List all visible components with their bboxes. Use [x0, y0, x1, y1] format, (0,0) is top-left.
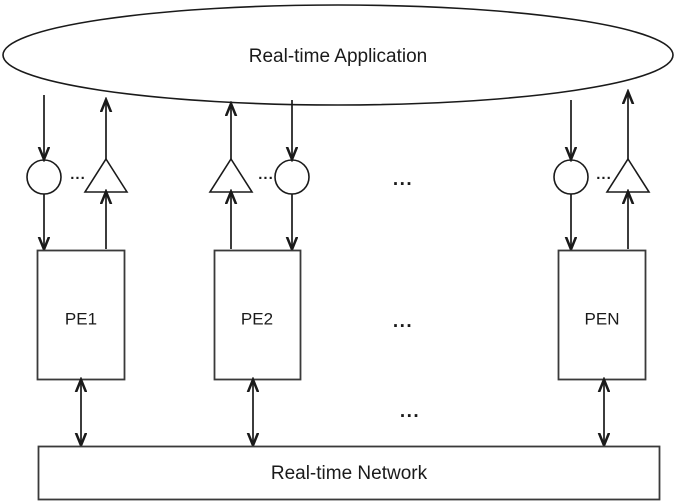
- shape-row-ellipsis: ...: [393, 169, 413, 190]
- pe2-circle-node: [274, 159, 310, 195]
- pe1-box: [36, 249, 126, 381]
- pen-label: PEN: [585, 309, 620, 328]
- pe2-label: PE2: [241, 309, 273, 328]
- realtime-network-bar: [37, 445, 661, 501]
- network-row-ellipsis: ...: [400, 401, 420, 422]
- pe2-box: [213, 249, 302, 381]
- pen-circle-node: [553, 159, 589, 195]
- pen-box: [557, 249, 647, 381]
- realtime-application-label: Real-time Application: [249, 46, 427, 67]
- realtime-application-ellipse: [2, 4, 674, 106]
- pe2-shape-ellipsis: ...: [258, 166, 274, 183]
- realtime-network-label: Real-time Network: [271, 463, 428, 484]
- pe1-circle-node: [26, 159, 62, 195]
- pe1-triangle-node: [83, 157, 129, 193]
- pen-shape-ellipsis: ...: [596, 166, 612, 183]
- pe2-triangle-node: [208, 157, 254, 193]
- pe1-label: PE1: [65, 309, 97, 328]
- pe1-shape-ellipsis: ...: [70, 166, 86, 183]
- box-row-ellipsis: ...: [393, 311, 413, 332]
- pen-triangle-node: [605, 157, 651, 193]
